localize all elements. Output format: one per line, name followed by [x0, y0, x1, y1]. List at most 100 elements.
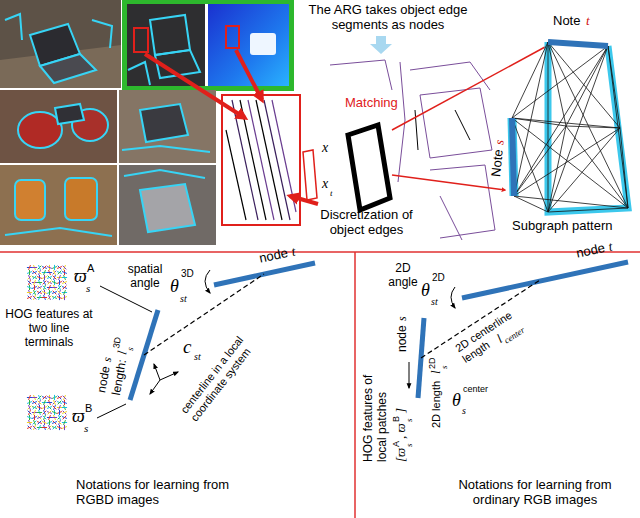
- subgraph-edge: [548, 42, 608, 46]
- hog-stroke: [48, 276, 52, 280]
- hog-stroke: [33, 426, 37, 430]
- photo-grid: [0, 0, 121, 88]
- hog-stroke: [27, 427, 32, 429]
- heading-note: The ARG takes object edge segments as no…: [298, 3, 478, 33]
- edge-sketch: [440, 196, 462, 240]
- photo-grid: [5, 228, 112, 236]
- hog-stroke: [52, 287, 57, 288]
- hog-stroke: [52, 297, 57, 299]
- math-symbol: ϖ: [72, 406, 85, 427]
- hog-stroke: [29, 410, 31, 415]
- pointer-arrows: [145, 50, 318, 204]
- hog-stroke: [63, 411, 67, 415]
- zoomed-edges: [226, 130, 246, 220]
- node-index: t: [290, 244, 297, 259]
- hog-stroke: [54, 400, 56, 405]
- hog-stroke: [64, 420, 66, 425]
- hog-stroke: [43, 411, 47, 415]
- hog-stroke: [37, 292, 42, 294]
- hog-stroke: [58, 396, 62, 400]
- hog-stroke: [63, 416, 67, 420]
- hog-stroke: [39, 270, 41, 275]
- hog-stroke: [43, 396, 47, 400]
- math-symbol: [ϖ: [394, 448, 409, 462]
- edge-sketch: [330, 60, 392, 90]
- node-label: Note: [553, 14, 580, 29]
- hog-stroke: [39, 295, 41, 300]
- hog-stroke: [52, 427, 57, 429]
- hog-stroke: [44, 405, 45, 410]
- photo-grid: [250, 33, 276, 55]
- subgraph-edge: [566, 126, 620, 128]
- math-symbol: , ϖ: [394, 423, 409, 439]
- subgraph-frame: [512, 42, 628, 212]
- rgb-notation: [409, 362, 410, 388]
- hog-stroke: [33, 401, 37, 405]
- hog-stroke: [59, 280, 60, 285]
- subgraph-edge: [512, 42, 548, 118]
- annotation: length:: [110, 359, 130, 397]
- point-symbol: x: [322, 176, 328, 192]
- section-dividers: [354, 252, 356, 518]
- hog-stroke: [49, 425, 51, 430]
- subgraph-edge: [548, 126, 566, 212]
- hog-stroke: [49, 415, 51, 420]
- math-symbol: c: [183, 336, 191, 358]
- subgraph-edge: [548, 208, 628, 212]
- photo-grid: [150, 15, 190, 55]
- annotation: Discretization of object edges: [304, 208, 429, 238]
- subgraph-edge: [514, 46, 608, 196]
- hog-glyph: [27, 265, 67, 300]
- math-symbol: θ: [452, 390, 461, 411]
- hog-stroke: [53, 406, 57, 410]
- panel-caption: Notations for learning from ordinary RGB…: [440, 478, 630, 508]
- photo-grid: [55, 104, 84, 124]
- hog-stroke: [47, 397, 52, 399]
- hog-stroke: [47, 277, 52, 279]
- hog-stroke: [62, 287, 67, 289]
- hog-stroke: [28, 281, 32, 285]
- edge-sketch: [398, 62, 405, 182]
- hog-stroke: [33, 421, 37, 425]
- pointer-arrows: [290, 196, 318, 204]
- rgbd-notation: [97, 404, 126, 418]
- subscript: s: [86, 282, 90, 295]
- panel-caption: Notations for learning from RGBD images: [76, 478, 266, 508]
- hog-stroke: [48, 406, 52, 410]
- hog-stroke: [29, 280, 31, 285]
- matching-lines: [392, 175, 505, 190]
- subgraph-edge: [512, 118, 548, 212]
- hog-stroke: [43, 286, 47, 290]
- hog-stroke: [54, 405, 56, 410]
- hog-stroke: [27, 297, 32, 299]
- hog-stroke: [52, 412, 57, 414]
- hog-stroke: [49, 285, 51, 290]
- hog-stroke: [33, 291, 37, 295]
- subgraph-edges: [512, 42, 628, 212]
- rgbd-notation: [144, 274, 264, 355]
- hog-stroke: [64, 290, 66, 295]
- rgbd-notation: [150, 380, 160, 394]
- zoomed-edges: [222, 95, 300, 225]
- hog-stroke: [33, 271, 37, 275]
- subscript: s: [84, 422, 88, 435]
- superscript: 3D: [111, 336, 123, 349]
- superscript: B: [391, 416, 401, 422]
- subgraph-edge: [512, 118, 514, 196]
- section-dividers: [0, 252, 640, 518]
- hog-stroke: [52, 422, 57, 424]
- hog-stroke: [37, 422, 42, 424]
- photo-grid: [0, 90, 117, 163]
- superscript: A: [391, 441, 401, 447]
- object-shape: [348, 125, 390, 210]
- hog-stroke: [39, 400, 41, 405]
- photo-grid: [128, 62, 150, 85]
- hog-stroke: [48, 426, 52, 430]
- rgbd-notation: [160, 372, 178, 380]
- hog-stroke: [48, 281, 52, 285]
- hog-stroke: [63, 396, 67, 400]
- hog-stroke: [44, 280, 46, 285]
- subgraph-edge: [548, 46, 608, 212]
- hog-stroke: [58, 401, 62, 405]
